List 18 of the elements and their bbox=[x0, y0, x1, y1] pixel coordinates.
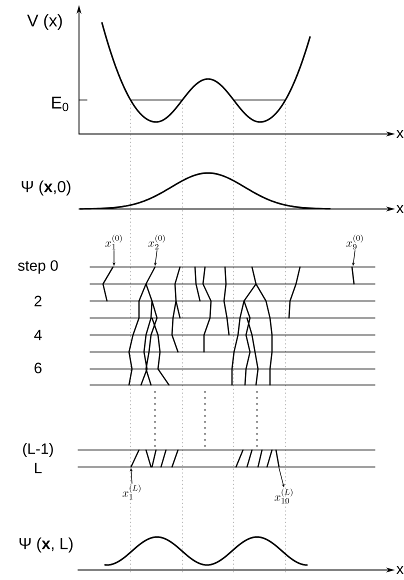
walker-label: $x_9^{(0)}$ bbox=[346, 234, 363, 250]
walker-label: $x_2^{(0)}$ bbox=[148, 234, 165, 250]
axis-label: E$_{0}$ bbox=[52, 96, 68, 112]
axis-label: 6 bbox=[34, 362, 42, 374]
axis-label: Ψ (x,0) bbox=[22, 180, 70, 196]
axis-label: 2 bbox=[34, 296, 42, 306]
walker-label: $x_1^{(L)}$ bbox=[122, 484, 140, 500]
axis-label: L bbox=[35, 462, 42, 474]
axis-label: 4 bbox=[34, 330, 42, 340]
axis-label: Ψ (x, L) bbox=[20, 538, 73, 552]
axis-label: x bbox=[396, 130, 404, 138]
axis-label: (L-1) bbox=[23, 443, 53, 457]
axis-label: x bbox=[396, 205, 404, 213]
axis-label: V (x) bbox=[27, 14, 62, 30]
walker-label: $x_{10}^{(L)}$ bbox=[274, 488, 292, 504]
axis-label: step 0 bbox=[18, 260, 58, 274]
axis-label: x bbox=[396, 566, 404, 574]
walker-label: $x_1^{(0)}$ bbox=[105, 234, 122, 250]
